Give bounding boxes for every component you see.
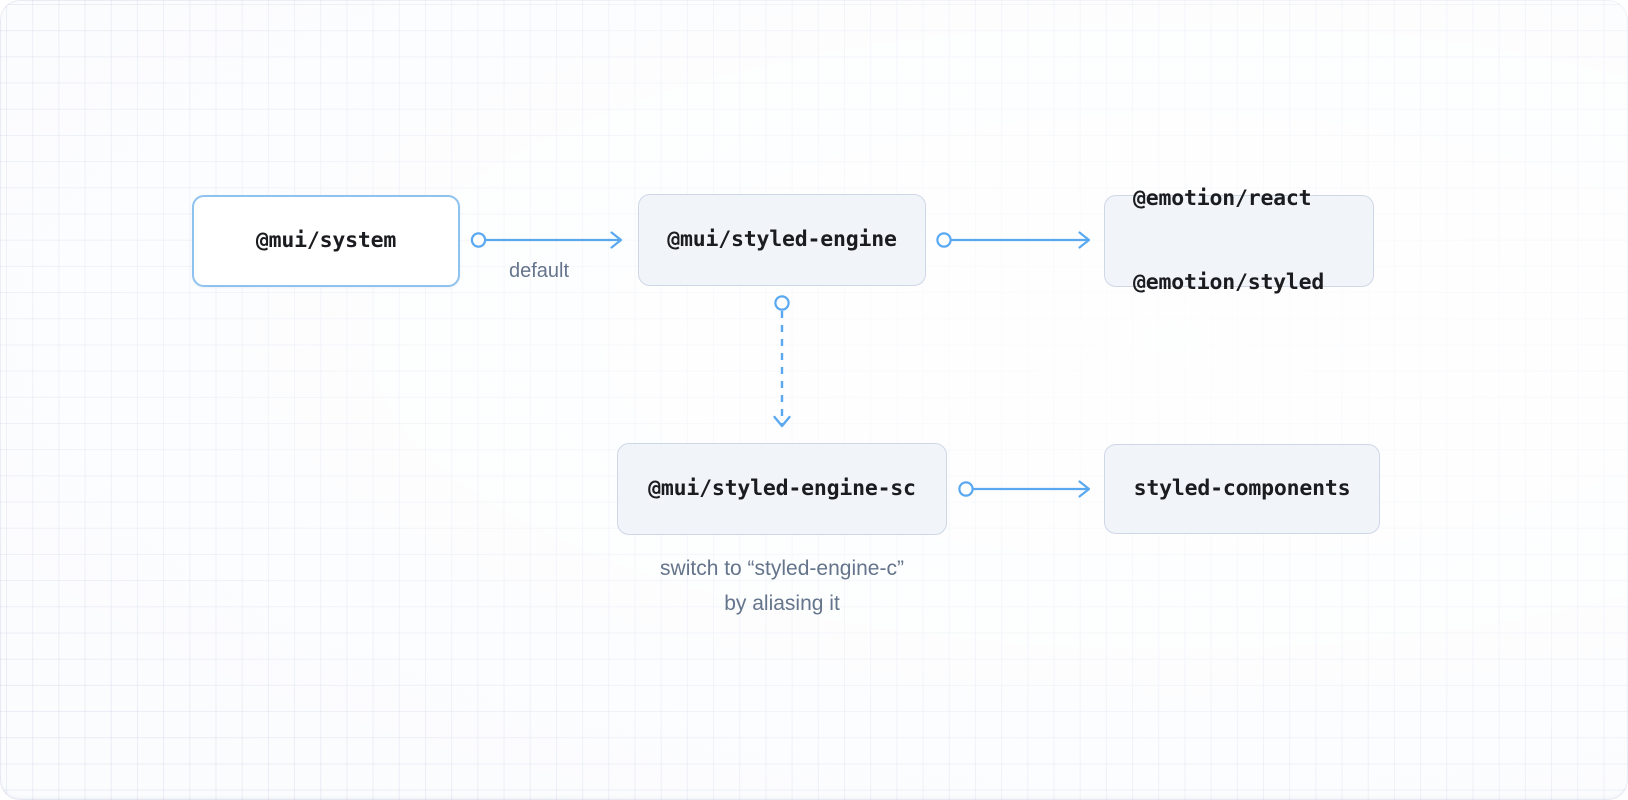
edge-arrowhead-icon — [1078, 480, 1091, 498]
node-label-stack: @emotion/react @emotion/styled — [1133, 129, 1324, 353]
node-styled-components[interactable]: styled-components — [1104, 444, 1380, 534]
edge-system-to-styled-engine — [470, 231, 623, 249]
edge-source-circle-icon — [774, 295, 790, 311]
node-label: styled-components — [1133, 476, 1351, 502]
edge-source-circle-icon — [470, 232, 487, 248]
node-label: @mui/styled-engine — [667, 227, 897, 253]
edge-arrowhead-icon — [1078, 231, 1091, 249]
node-mui-styled-engine-sc[interactable]: @mui/styled-engine-sc — [617, 443, 947, 535]
edge-source-circle-icon — [958, 481, 974, 497]
node-emotion-packages[interactable]: @emotion/react @emotion/styled — [1104, 186, 1374, 295]
node-label-line-2: @emotion/styled — [1133, 269, 1325, 295]
node-mui-styled-engine[interactable]: @mui/styled-engine — [638, 194, 926, 286]
edge-sc-engine-to-styled-components — [958, 480, 1091, 498]
edge-label-default: default — [509, 260, 570, 282]
node-mui-system[interactable]: @mui/system — [192, 195, 460, 287]
edge-arrowhead-icon — [610, 231, 623, 249]
node-label: @mui/styled-engine-sc — [648, 476, 916, 502]
edge-styled-engine-to-sc-engine — [773, 295, 791, 428]
node-label-line-1: @emotion/react — [1133, 186, 1312, 212]
edge-styled-engine-to-emotion — [936, 231, 1091, 249]
node-label: @mui/system — [255, 228, 397, 254]
caption-styled-engine-sc: switch to “styled-engine-c” by aliasing … — [660, 557, 904, 615]
edge-source-circle-icon — [936, 232, 952, 248]
edge-arrowhead-icon — [773, 415, 791, 428]
